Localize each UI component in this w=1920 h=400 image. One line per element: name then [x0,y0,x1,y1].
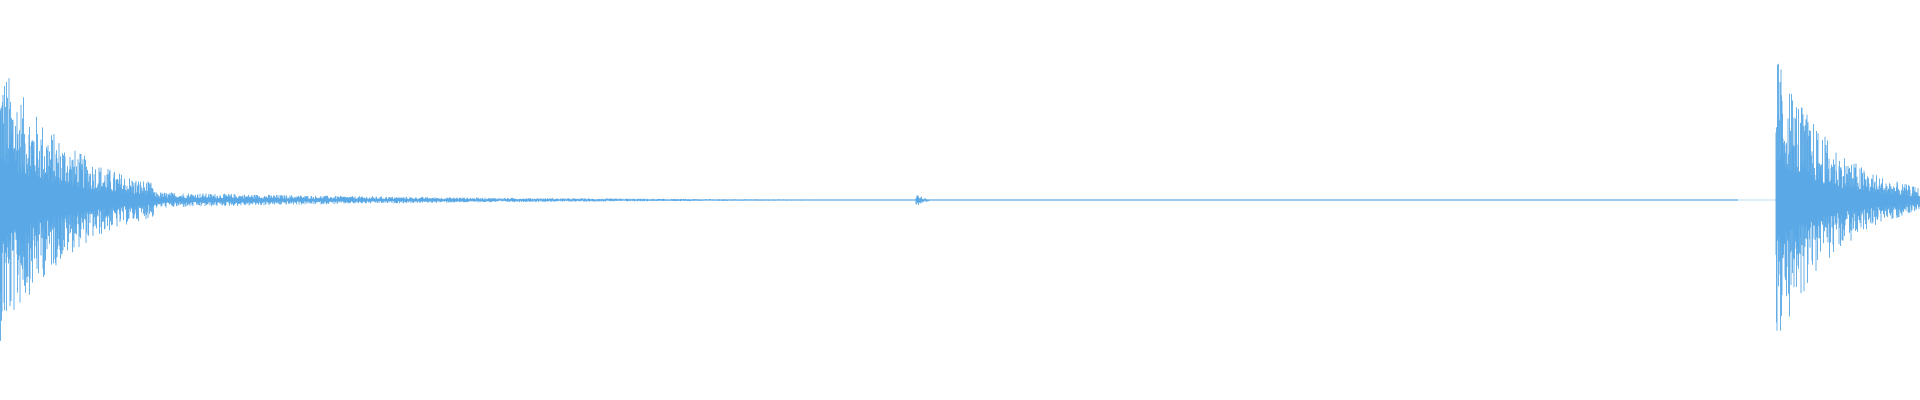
waveform-trace [0,63,1920,341]
waveform-samples [0,63,1920,341]
